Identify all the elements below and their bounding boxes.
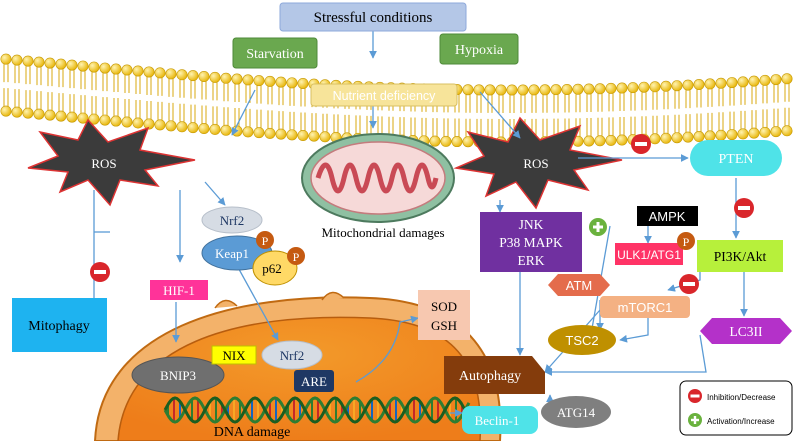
dna-damage-label: DNA damage — [214, 425, 291, 440]
are-box — [294, 370, 334, 392]
nrf2-top-node — [201, 206, 263, 234]
lc3ii-label: LC3II — [730, 324, 763, 339]
atm-node — [548, 274, 610, 296]
nrf2-nucleus-node — [261, 340, 323, 370]
p62-label: p62 — [262, 261, 282, 276]
inhibition-markers — [90, 134, 754, 294]
ros-left-label: ROS — [91, 156, 116, 171]
keap1-phospho-badge — [256, 231, 274, 249]
mitophagy-label: Mitophagy — [28, 319, 89, 334]
jnk-label: JNK — [519, 217, 544, 232]
nutrient-deficiency-box — [310, 83, 458, 107]
starvation-box — [232, 37, 318, 69]
ampk-label: AMPK — [649, 209, 686, 224]
autophagy-box — [444, 356, 545, 394]
p62-node — [252, 250, 298, 286]
ros-right-burst — [453, 116, 623, 210]
sod-gsh-box — [418, 290, 470, 340]
lc3ii-node — [700, 318, 792, 344]
ulk1-phospho-badge — [677, 232, 695, 250]
tsc2-node — [548, 325, 616, 355]
mitophagy-box — [12, 298, 107, 352]
legend-inhibition-label: Inhibition/Decrease — [707, 393, 776, 402]
legend-activation-label: Activation/Increase — [707, 417, 775, 426]
hypoxia-box — [439, 33, 519, 65]
atg14-label: ATG14 — [557, 405, 596, 420]
ros-left-burst — [27, 118, 196, 207]
erk-label: ERK — [518, 253, 545, 268]
atm-label: ATM — [566, 278, 592, 293]
nrf2-nucleus-label: Nrf2 — [280, 348, 305, 363]
legend-box — [679, 380, 793, 436]
ros-right-label: ROS — [523, 156, 548, 171]
activation-markers — [589, 218, 607, 236]
p38-mapk-label: P38 MAPK — [499, 235, 563, 250]
mitochondrial-damages-label: Mitochondrial damages — [321, 225, 444, 240]
hif1-label: HIF-1 — [163, 283, 195, 298]
nrf2-top-label: Nrf2 — [220, 213, 245, 228]
pi3k-akt-label: PI3K/Akt — [714, 249, 767, 264]
pten-box — [690, 140, 782, 176]
ulk1-phospho-label: P — [683, 235, 690, 249]
bnip3-label: BNIP3 — [160, 368, 196, 383]
ulk1-atg1-box — [615, 243, 683, 265]
keap1-phospho-label: P — [262, 234, 269, 248]
autophagy-label: Autophagy — [459, 369, 521, 384]
tsc2-label: TSC2 — [565, 333, 598, 348]
are-label: ARE — [301, 374, 327, 389]
nutrient-deficiency-label: Nutrient deficiency — [333, 89, 437, 103]
mtorc1-box — [600, 296, 690, 318]
stressful-conditions-label: Stressful conditions — [314, 10, 433, 26]
hypoxia-label: Hypoxia — [455, 43, 504, 58]
jnk-p38-erk-box — [480, 212, 582, 272]
ulk1-atg1-label: ULK1/ATG1 — [617, 248, 681, 262]
starvation-label: Starvation — [246, 47, 304, 62]
mitochondrion — [301, 133, 455, 223]
atg14-node — [541, 396, 611, 428]
mtorc1-label: mTORC1 — [618, 300, 673, 315]
gsh-label: GSH — [431, 318, 457, 333]
stressful-conditions-box — [279, 2, 467, 32]
p62-phospho-label: P — [293, 250, 300, 264]
beclin1-label: Beclin-1 — [475, 413, 520, 428]
hif1-box — [150, 280, 208, 300]
pten-label: PTEN — [719, 152, 754, 167]
nix-box — [211, 345, 257, 365]
keap1-label: Keap1 — [215, 246, 249, 261]
pi3k-akt-box — [697, 240, 783, 272]
beclin1-box — [462, 406, 538, 434]
bnip3-node — [131, 356, 225, 394]
sod-label: SOD — [431, 299, 457, 314]
p62-phospho-badge — [287, 247, 305, 265]
ampk-box — [637, 206, 698, 226]
nix-label: NIX — [222, 348, 246, 363]
